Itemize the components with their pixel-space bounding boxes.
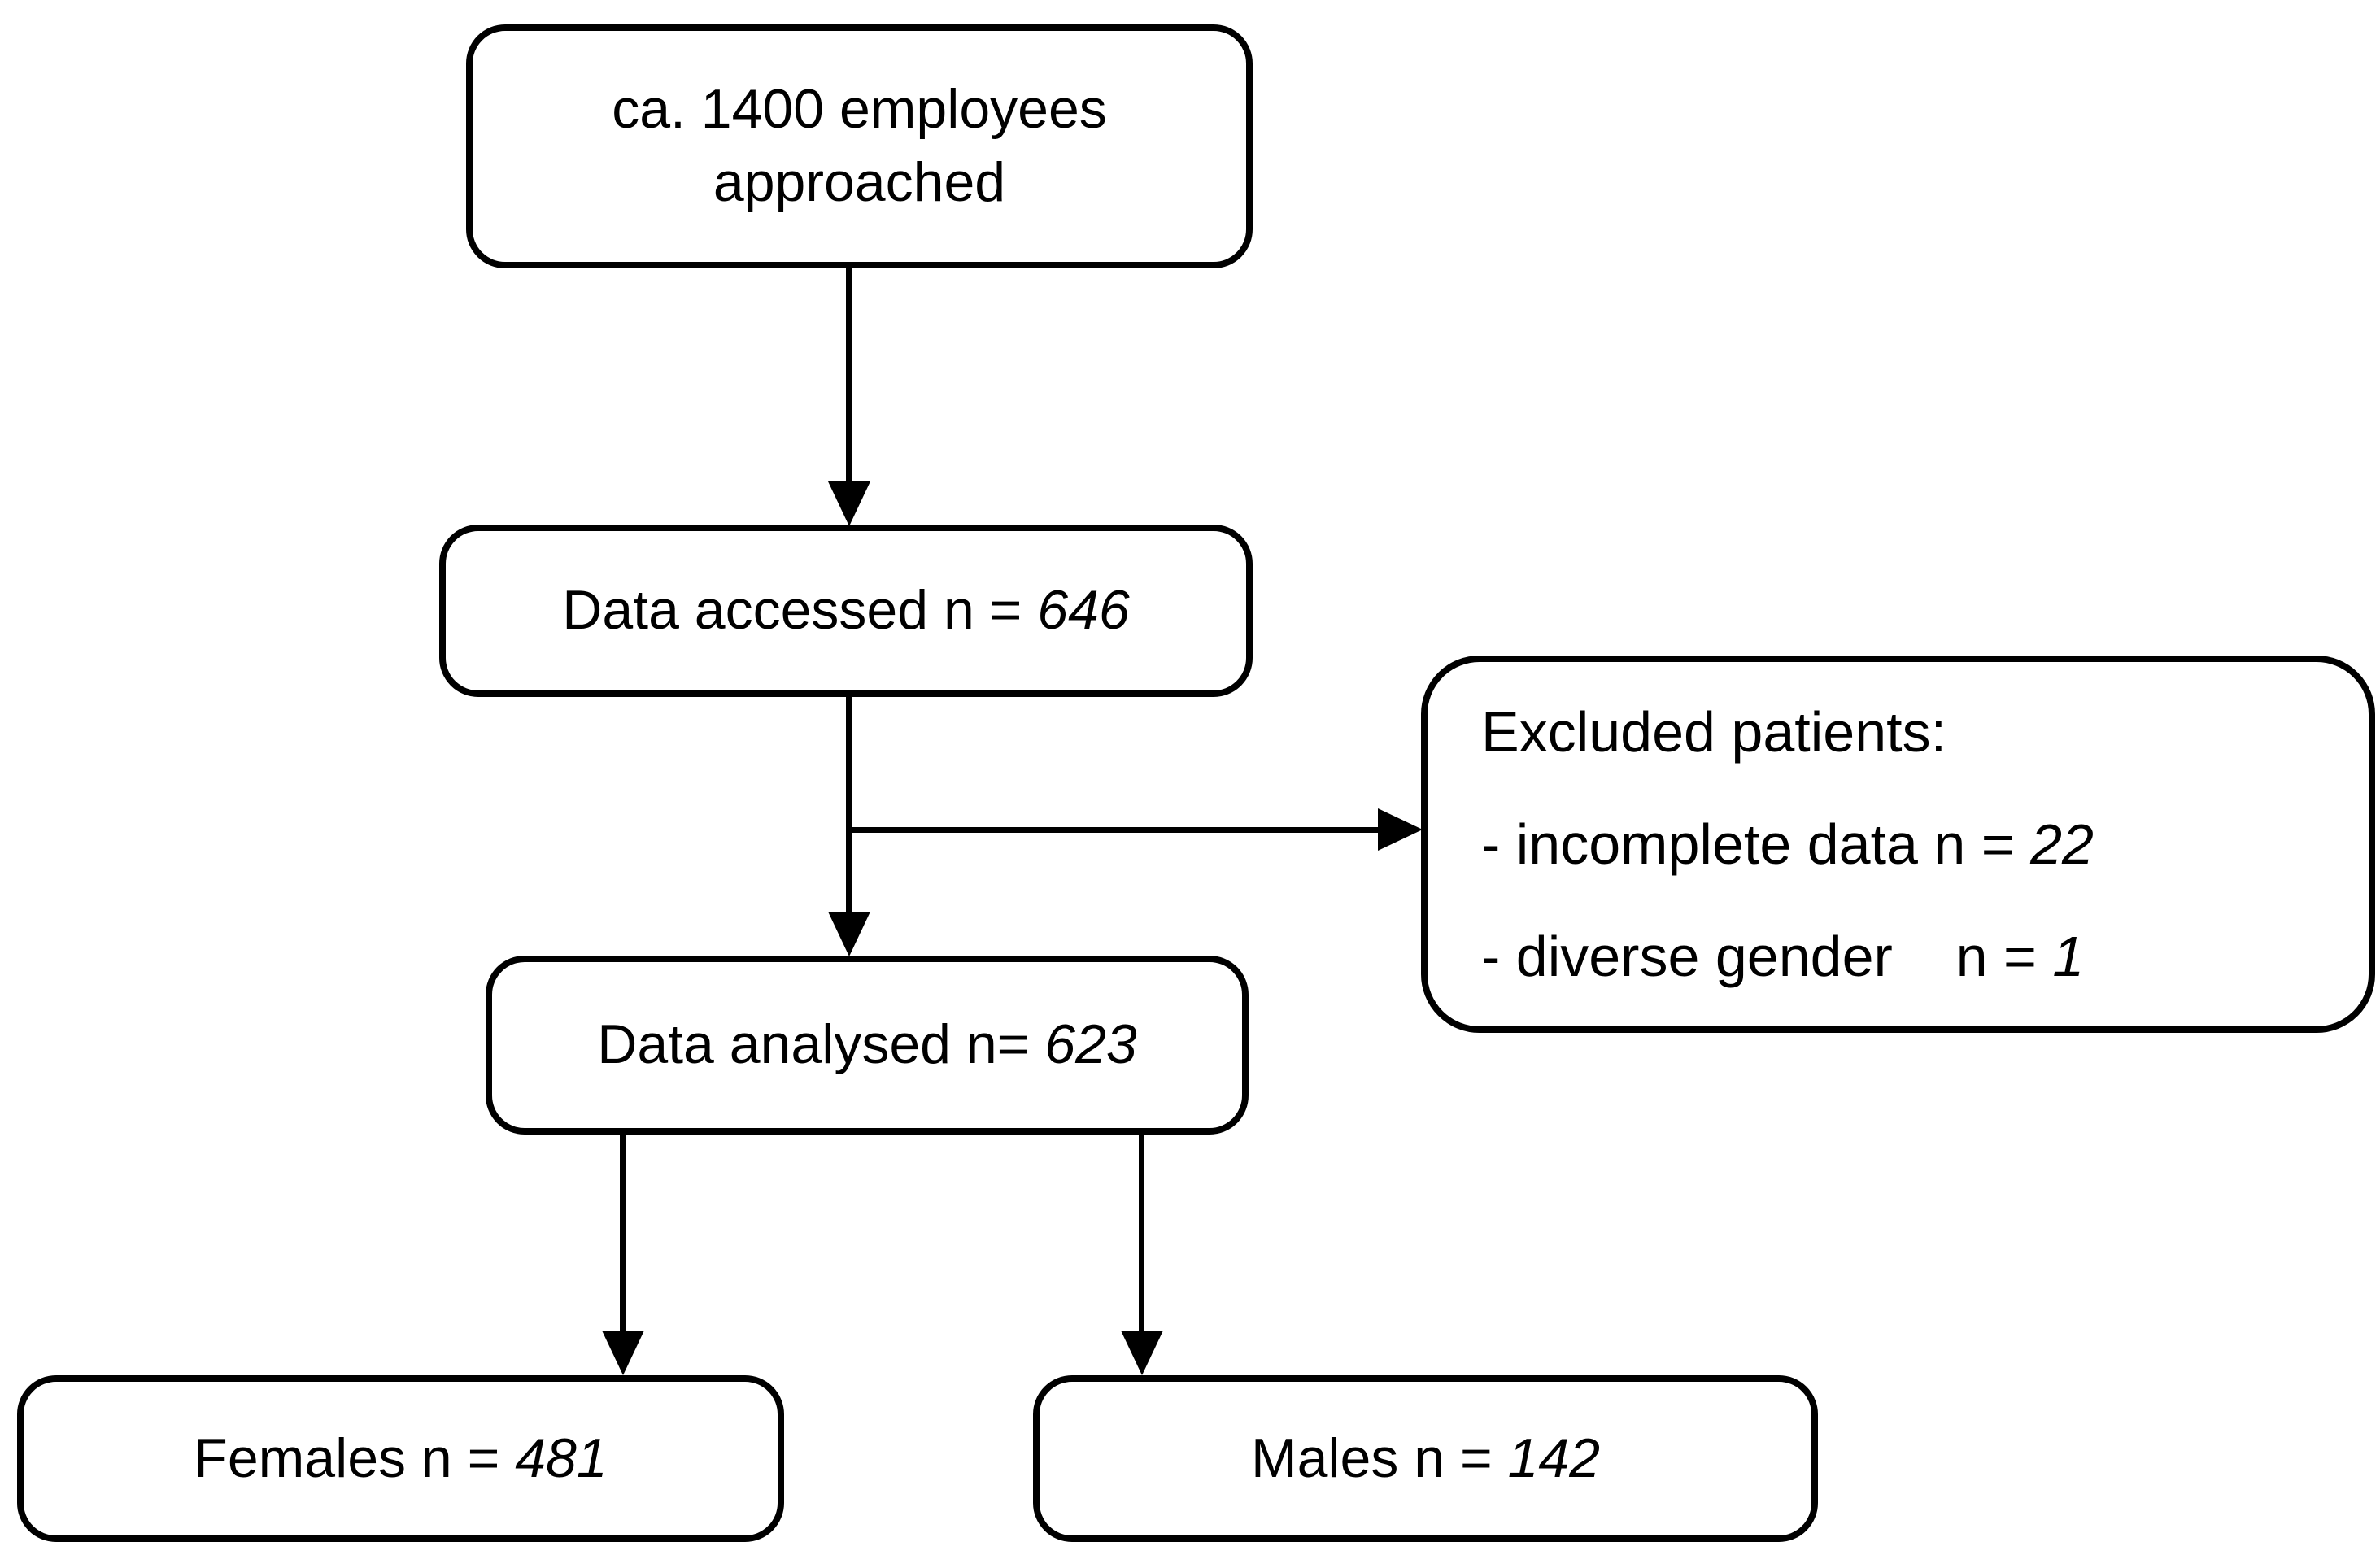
arrow-branch-to-excluded-shaft (848, 827, 1381, 833)
arrow-analysed-to-females-head-icon (602, 1331, 644, 1375)
node-employees-approached: ca. 1400 employees approached (466, 24, 1253, 268)
node-excluded-item-incomplete: - incomplete data n = 22 (1481, 788, 2094, 900)
node-males-label: Males n = 142 (1251, 1422, 1600, 1496)
node-excluded-item-diverse: - diverse gender n = 1 (1481, 900, 2084, 1013)
node-data-accessed-value: 646 (1037, 579, 1130, 642)
node-employees-approached-line1: ca. 1400 employees (612, 78, 1107, 141)
node-data-analysed-value: 623 (1044, 1013, 1137, 1076)
node-males-value: 142 (1507, 1426, 1601, 1489)
arrow-analysed-to-females-shaft (620, 1135, 626, 1334)
arrow-approached-to-accessed-shaft (846, 267, 852, 485)
node-data-accessed-text: Data accessed n = (562, 579, 1038, 642)
node-excluded-patients: Excluded patients: - incomplete data n =… (1421, 656, 2375, 1033)
arrow-analysed-to-males-shaft (1139, 1135, 1144, 1334)
node-data-accessed: Data accessed n = 646 (439, 525, 1253, 697)
node-males-text: Males n = (1250, 1426, 1508, 1489)
arrow-accessed-to-analysed-shaft (846, 695, 852, 913)
arrow-approached-to-accessed-head-icon (828, 481, 870, 526)
node-excluded-item-diverse-value: 1 (2052, 925, 2085, 988)
node-data-analysed: Data analysed n= 623 (486, 956, 1249, 1135)
arrow-accessed-to-analysed-head-icon (828, 912, 870, 956)
node-data-analysed-label: Data analysed n= 623 (597, 1008, 1137, 1082)
node-excluded-title: Excluded patients: (1481, 700, 1947, 764)
node-data-analysed-text: Data analysed n= (597, 1013, 1045, 1076)
node-excluded-item-incomplete-value: 22 (2030, 812, 2094, 876)
node-females-label: Females n = 481 (194, 1422, 607, 1496)
node-excluded-item-incomplete-text: - incomplete data n = (1481, 812, 2031, 876)
node-employees-approached-line2: approached (713, 151, 1006, 213)
node-females-text: Females n = (194, 1426, 516, 1489)
arrow-branch-to-excluded-head-icon (1378, 808, 1423, 851)
node-females: Females n = 481 (17, 1375, 784, 1542)
node-males: Males n = 142 (1033, 1375, 1818, 1542)
node-excluded-item-diverse-text: - diverse gender n = (1481, 925, 2053, 988)
node-data-accessed-label: Data accessed n = 646 (562, 574, 1129, 647)
arrow-analysed-to-males-head-icon (1121, 1331, 1163, 1375)
node-females-value: 481 (515, 1426, 608, 1489)
